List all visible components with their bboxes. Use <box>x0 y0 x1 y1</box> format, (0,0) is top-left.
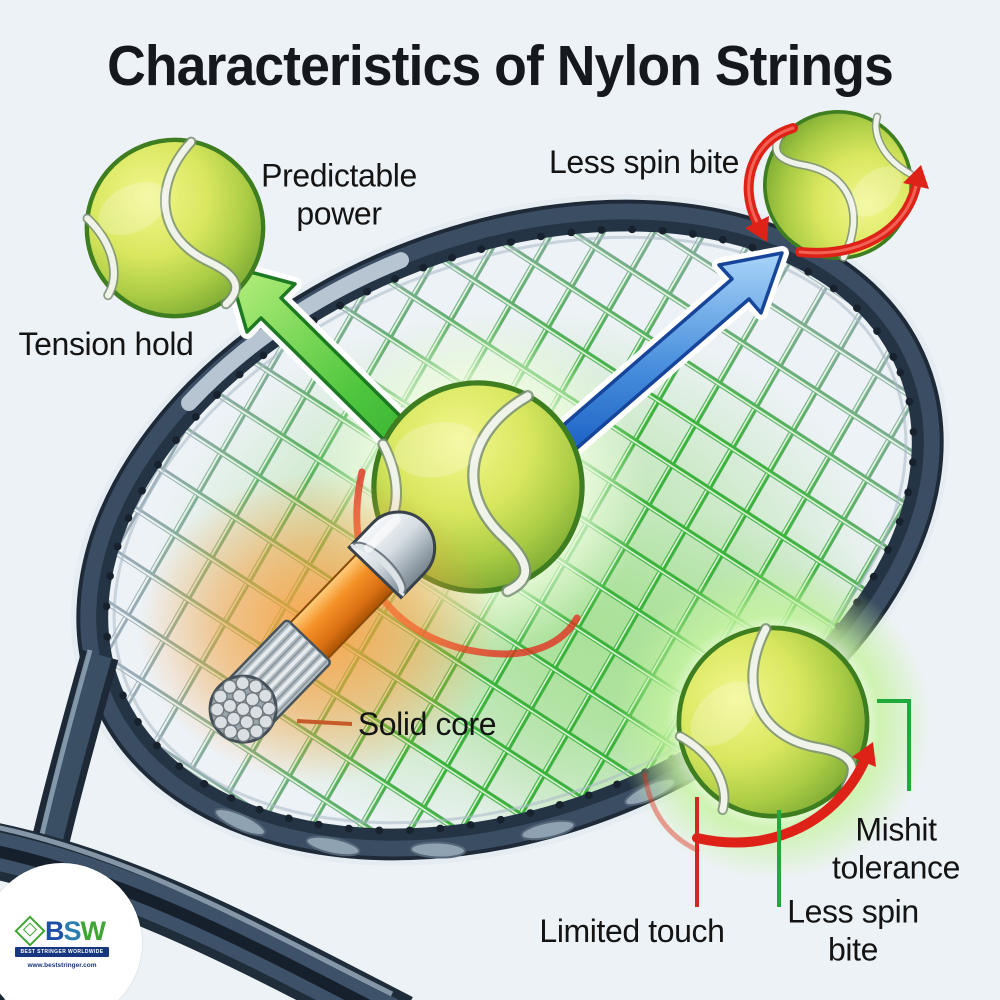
label-less-spin-bite-top: Less spin bite <box>548 143 740 180</box>
mishit-tolerance-connector <box>877 699 911 791</box>
logo-abbreviation: BSW <box>45 915 106 946</box>
outer-shell <box>347 510 437 600</box>
grommets <box>102 225 918 835</box>
spin-arrow <box>545 246 789 462</box>
logo-diamond-icon <box>14 915 46 947</box>
string-cross-section <box>208 510 437 744</box>
spin-arc-left-icon <box>743 123 798 242</box>
label-limited-touch: Limited touch <box>539 912 725 949</box>
spin-arc-right-icon <box>795 165 929 258</box>
label-solid-core: Solid core <box>357 705 497 742</box>
logo-website: www.beststringer.com <box>27 961 97 969</box>
label-mishit-tolerance: Mishit tolerance <box>831 811 961 886</box>
racket-handle <box>0 823 413 1000</box>
filament-bundle <box>208 619 331 744</box>
solid-core-connector <box>296 719 353 726</box>
spin-arc-bottom-icon <box>642 742 876 853</box>
brand-logo: BSW BEST STRINGER WORLDWIDE www.beststri… <box>0 863 142 1000</box>
logo-tagline: BEST STRINGER WORLDWIDE <box>15 946 109 957</box>
label-less-spin-bite-bottom: Less spin bite <box>787 893 919 968</box>
label-predictable-power: Predictable power <box>261 157 417 232</box>
label-tension-hold: Tension hold <box>18 325 194 362</box>
page-title: Characteristics of Nylon Strings <box>107 34 894 98</box>
